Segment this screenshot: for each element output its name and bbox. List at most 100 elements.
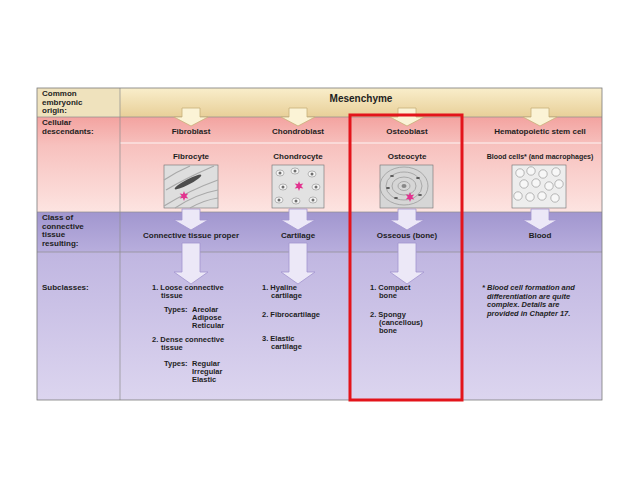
lacuna [279,184,287,190]
lacuna [418,194,422,196]
mature-cell: Chondrocyte [258,151,338,209]
subclass-item: 2. Spongy (cancellous) bone [370,311,426,335]
highlight-frame [350,115,462,400]
lamella [380,167,428,205]
cell-name: Fibroblast [172,126,211,137]
block-arrow [390,243,424,284]
tissue-class: Connective tissue proper [136,230,246,243]
row-divider [37,252,602,253]
subclass-list: 1. Loose connective tissueTypes: Areolar … [152,284,248,388]
lamella [398,182,410,191]
class-name: Cartilage [281,230,315,241]
blood-cell [551,194,559,202]
lacuna [416,177,420,179]
blood-micrograph [512,165,566,208]
subclass-item: Areolar Adipose Reticular [192,306,224,330]
mature-cell: Osteocyte [367,151,447,209]
tissue-class: Blood [500,230,580,243]
cell-name: Chondrocyte [273,151,322,162]
row-divider [120,143,602,144]
nucleus [294,170,297,173]
blood-cell [555,180,563,188]
micrograph-frame [512,165,566,208]
block-arrow [390,209,424,230]
subclass-item: 1. Loose connective tissue [152,284,244,300]
subclass-item: Types: [164,306,188,314]
subclass-item: 1. Compact bone [370,284,426,300]
row-divider [37,117,602,118]
nucleus [278,199,281,202]
class-band [37,212,602,252]
cell-name: Osteocyte [388,151,427,162]
blast-cell: Chondroblast [248,126,348,140]
micrograph-frame [164,165,218,208]
cell-name: Fibrocyte [173,151,209,162]
subclass-item: 2. Fibrocartilage [262,311,326,319]
blast-cell: Osteoblast [357,126,457,140]
row-header-text: Common embryonic origin: [42,90,100,116]
lacuna [292,198,300,204]
subclass-item: 1. Hyaline cartilage [262,284,326,300]
osteocyte-micrograph [380,165,433,208]
footnote: * Blood cell formation and differentiati… [482,284,582,318]
block-arrow [174,108,208,126]
tissue-class: Cartilage [258,230,338,243]
cell-marker-star [406,192,415,202]
block-arrow [281,243,315,284]
central-canal [402,184,407,188]
row-header-cell: Subclasses: [37,252,120,400]
descendants-band [37,117,602,212]
row-header-cell: Class of connective tissue resulting: [37,212,120,252]
collagen-fiber [175,190,218,208]
blast-cell: Fibroblast [141,126,241,140]
block-arrow [174,209,208,230]
cell-marker-star [180,191,189,201]
nucleus [315,186,318,189]
blood-cell [545,182,553,190]
cell-name: Chondroblast [272,126,324,137]
lamella [392,177,416,195]
subclass-item: 3. Elastic cartilage [262,335,326,351]
blood-cell [520,180,528,188]
class-name: Osseous (bone) [377,230,437,241]
origin-text: Mesenchyme [330,93,393,104]
chondrocyte-micrograph [272,165,324,208]
class-name: Connective tissue proper [143,230,239,241]
row-header-text: Class of connective tissue resulting: [42,214,100,248]
nucleus [282,186,285,189]
row-header-text: Subclasses: [42,284,100,293]
blood-cell [538,192,546,200]
header-cell [37,88,120,117]
lacuna [309,197,317,203]
cell-name: Osteoblast [386,126,427,137]
stem-cell: Hematopoietic stem cell [490,126,590,140]
origin-band-cell: Mesenchyme [120,89,602,108]
blood-cell [526,193,534,201]
origin-band [120,88,602,117]
lacuna [291,168,299,174]
lacuna [386,187,390,189]
fibrocyte-micrograph [164,165,218,208]
row-header-cell: Common embryonic origin: [37,88,120,117]
blood-cell [552,168,560,176]
row-divider [37,212,602,213]
row-header-cell: Cellular descendants: [37,117,120,212]
lacuna [308,171,316,177]
lamella [386,172,422,200]
cell-name: Blood cells* (and macrophages) [487,151,594,162]
subclass-band [37,252,602,400]
cell-name: Hematopoietic stem cell [494,126,586,137]
collagen-fiber [164,180,218,206]
table-border [37,88,602,400]
collagen-fiber [166,166,214,190]
subclass-list: 1. Compact bone 2. Spongy (cancellous) bo… [370,284,442,344]
blood-cell [527,167,535,175]
fibrocyte-cell [174,173,203,192]
block-arrow [523,209,557,230]
subclass-item: Regular Irregular Elastic [192,360,222,384]
cell-marker-star [295,181,304,191]
micrograph-frame [380,165,433,208]
subclass-item: 2. Dense connective tissue [152,336,244,352]
